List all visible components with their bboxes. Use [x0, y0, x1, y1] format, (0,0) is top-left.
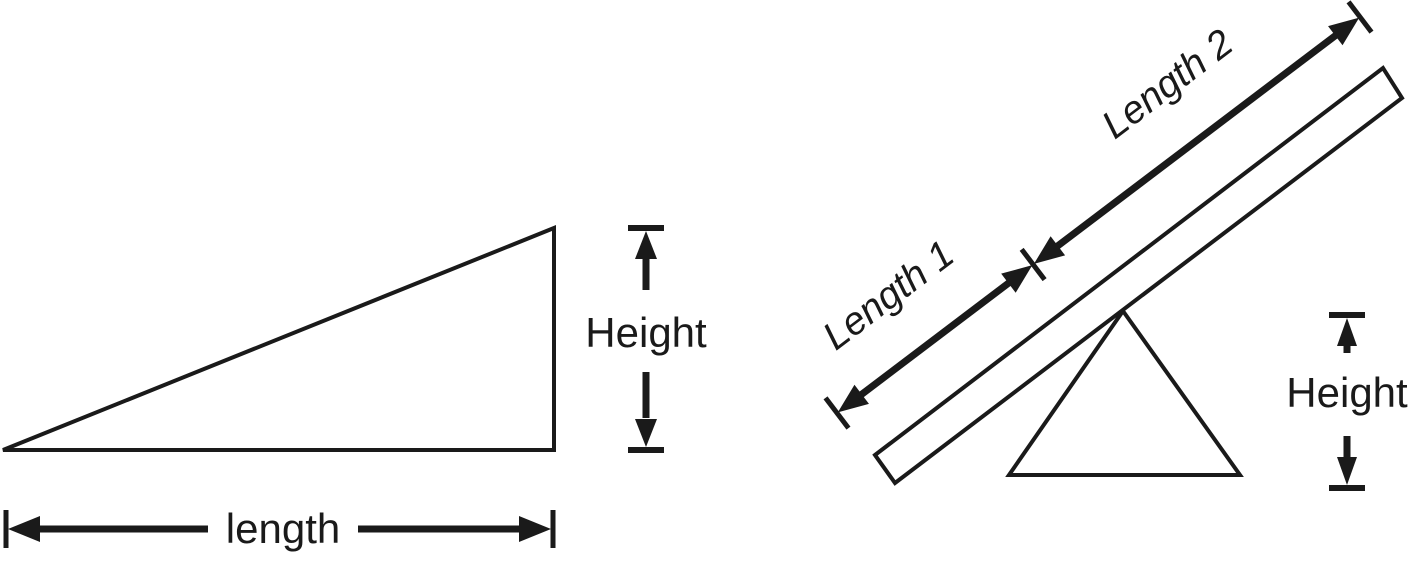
ramp-triangle: [2, 225, 556, 452]
right-arrow-icon: [1328, 17, 1360, 46]
lever-height-label: Height: [1286, 369, 1408, 416]
lever-length-dimension: Length 1 Length 2: [815, 0, 1374, 430]
lever-length2-label: Length 2: [1094, 21, 1241, 147]
dimension-tick: [823, 396, 851, 430]
down-arrow-icon: [1337, 457, 1357, 485]
lever-beam: [872, 65, 1405, 486]
ramp-height-dimension: Height: [585, 225, 707, 453]
up-arrow-icon: [635, 231, 657, 259]
up-arrow-icon: [1337, 318, 1357, 346]
right-arrow-icon: [519, 516, 551, 542]
fulcrum-triangle: [1005, 307, 1244, 477]
left-arrow-icon: [8, 516, 40, 542]
dimension-line: [1051, 29, 1342, 252]
right-arrow-icon: [1001, 265, 1033, 293]
dimension-tick: [1019, 247, 1047, 282]
dimension-tick: [1346, 0, 1374, 34]
lever-figure: Length 1 Length 2 Height: [815, 0, 1408, 491]
ramp-length-dimension: length: [3, 505, 556, 552]
lever-height-dimension: Height: [1286, 312, 1408, 491]
left-arrow-icon: [1033, 236, 1066, 264]
ramp-figure: Height length: [2, 225, 707, 552]
ramp-height-label: Height: [585, 309, 707, 356]
lever-length1-label: Length 1: [815, 233, 962, 359]
dimension-line: [855, 277, 1015, 401]
down-arrow-icon: [635, 419, 657, 447]
ramp-length-label: length: [226, 505, 340, 552]
left-arrow-icon: [837, 384, 869, 413]
